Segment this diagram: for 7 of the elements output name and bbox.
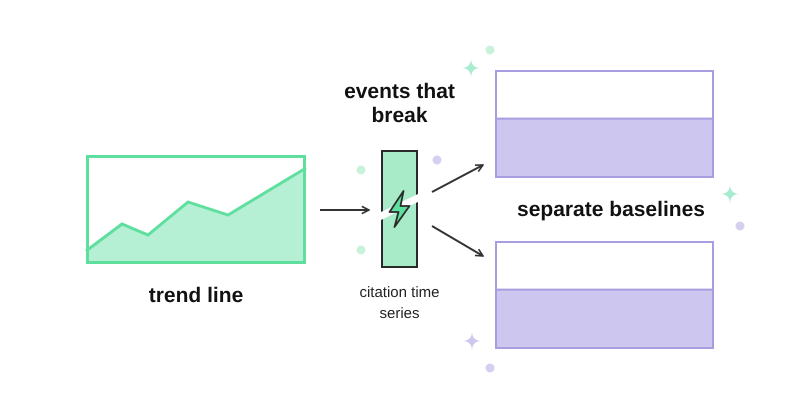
arrow [432, 164, 484, 193]
node-title: trend line [148, 284, 244, 308]
arrow [320, 206, 370, 214]
arrow [432, 225, 484, 257]
node-caption: citation time series [358, 283, 441, 324]
group-label: separate baselines [516, 198, 706, 222]
node-title: events that break [343, 80, 456, 128]
